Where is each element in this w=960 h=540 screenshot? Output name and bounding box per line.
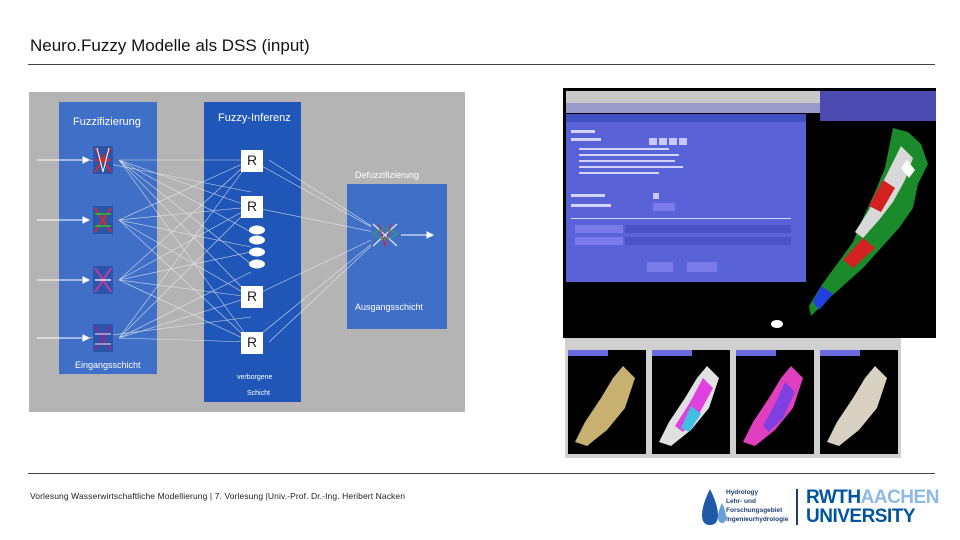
neuro-fuzzy-diagram: Fuzzifizierung Fuzzy-Inferenz Defuzzifiz… (29, 92, 465, 412)
rule-node-3: R (247, 288, 258, 304)
rwth-logo: Hydrology Lehr- und Forschungsgebiet Ing… (696, 485, 940, 531)
output-neuron (371, 222, 399, 248)
rule-node-4: R (247, 334, 258, 350)
input-neurons (93, 146, 113, 352)
label-eingangsschicht: Eingangsschicht (75, 360, 141, 370)
network-graphic (37, 102, 447, 402)
hidden-neurons (241, 150, 265, 354)
label-fuzzifizierung: Fuzzifizierung (73, 116, 141, 128)
label-fuzzy-inferenz: Fuzzy-Inferenz (218, 112, 291, 124)
output-layer-column (347, 184, 447, 329)
logo-line-2: Lehr- und (726, 498, 756, 505)
software-screenshots (563, 88, 936, 458)
label-defuzzifizierung: Defuzzifizierung (355, 170, 420, 180)
logo-line-3: Forschungsgebiet (726, 507, 783, 514)
label-verborgene: verborgene (237, 374, 273, 381)
label-ausgangsschicht: Ausgangsschicht (355, 302, 424, 312)
title-divider (28, 64, 935, 65)
label-schicht: Schicht (247, 390, 270, 397)
logo-line-1: Hydrology (726, 489, 759, 496)
water-drop-icon (702, 489, 726, 525)
rule-node-1: R (247, 152, 258, 168)
logo-line-4: Ingenieurhydrologie (726, 516, 789, 523)
footer-text: Vorlesung Wasserwirtschaftliche Modellie… (30, 491, 406, 501)
logo-aachen: AACHEN (860, 487, 940, 508)
logo-university: UNIVERSITY (806, 506, 916, 527)
logo-rwth-aachen: RWTHAACHEN (806, 487, 940, 508)
logo-rwth: RWTH (806, 487, 861, 508)
screenshot-graphic (563, 88, 936, 458)
logo-divider (796, 489, 798, 525)
slide-title: Neuro.Fuzzy Modelle als DSS (input) (30, 36, 310, 55)
footer-divider (28, 473, 935, 474)
map-windows (565, 338, 901, 458)
rule-node-2: R (247, 198, 258, 214)
